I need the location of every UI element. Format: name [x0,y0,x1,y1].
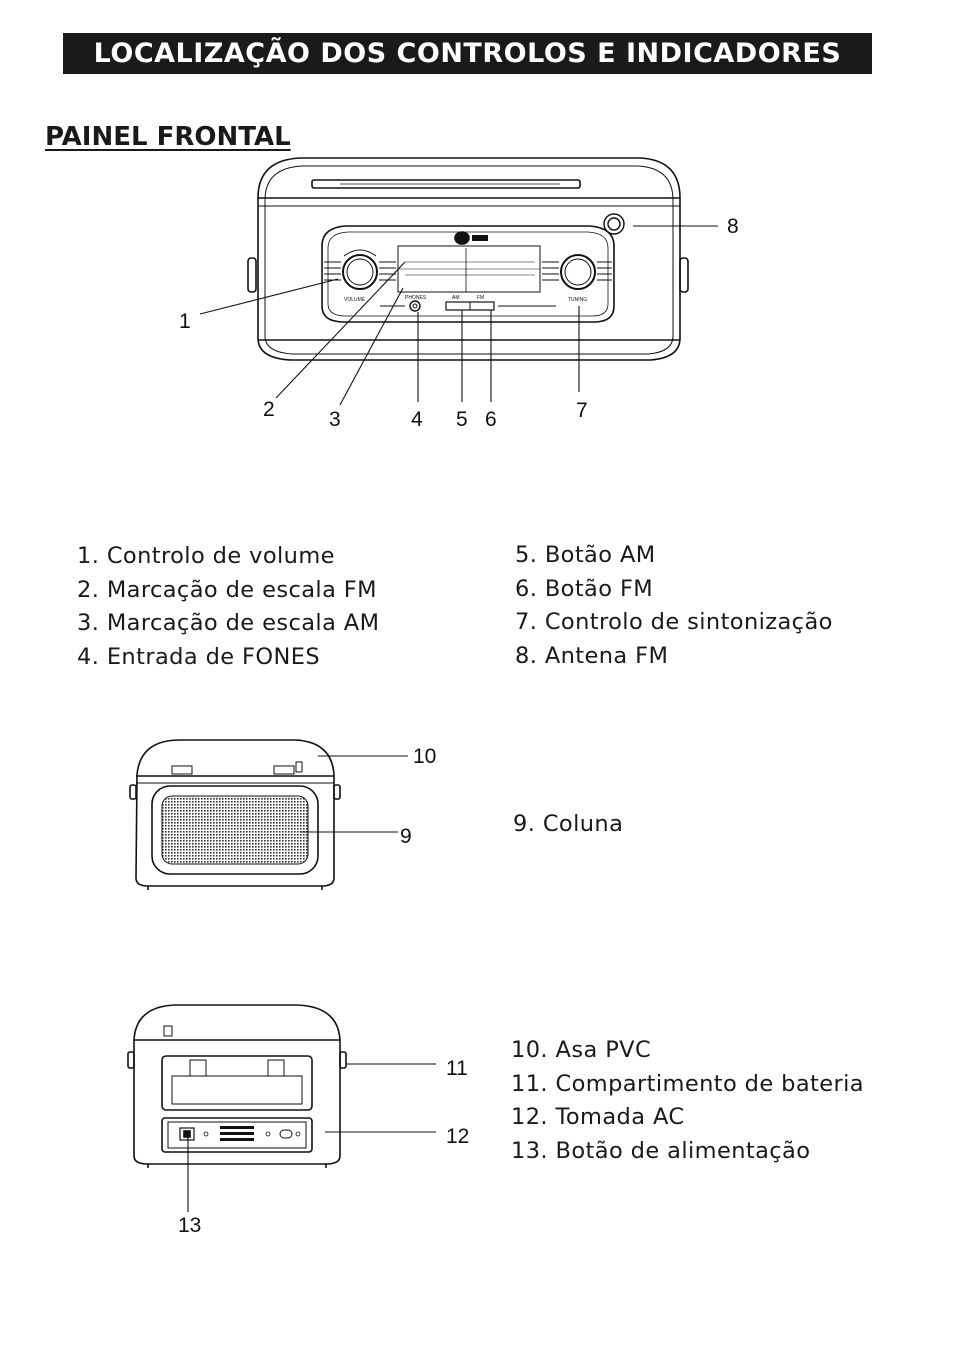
callout-2: 2 [263,398,275,421]
legend-left: 1. Controlo de volume 2. Marcação de esc… [77,540,379,674]
callout-11: 11 [446,1057,468,1080]
legend-item: 9. Coluna [513,811,624,837]
volume-label: VOLUME [344,297,366,303]
callout-10: 10 [413,745,436,768]
callout-9: 9 [400,825,412,848]
legend-right: 5. Botão AM 6. Botão FM 7. Controlo de s… [515,539,833,673]
fm-label: FM [477,295,484,301]
legend-back: 10. Asa PVC 11. Compartimento de bateria… [511,1034,864,1168]
phones-label: PHONES [405,295,427,301]
legend-item: 5. Botão AM [515,542,656,568]
callout-7: 7 [576,399,588,422]
legend-item: 6. Botão FM [515,575,654,602]
callout-6: 6 [485,408,497,431]
am-label: AM [452,295,460,301]
legend-item: 11. Compartimento de bateria [511,1070,864,1097]
callout-12: 12 [446,1125,469,1148]
callout-5: 5 [456,408,468,431]
legend-item: 2. Marcação de escala FM [77,576,377,603]
legend-item: 1. Controlo de volume [77,543,335,569]
callout-8: 8 [727,215,739,238]
legend-item: 3. Marcação de escala AM [77,610,380,636]
callout-3: 3 [329,408,341,431]
page-title: LOCALIZAÇÃO DOS CONTROLOS E INDICADORES [63,33,872,74]
section-heading-front-panel: PAINEL FRONTAL [45,122,291,152]
callout-1: 1 [179,310,191,333]
legend-item: 13. Botão de alimentação [511,1137,811,1164]
legend-item: 4. Entrada de FONES [77,643,321,670]
legend-item: 12. Tomada AC [511,1104,685,1130]
legend-item: 10. Asa PVC [511,1037,652,1063]
legend-item: 8. Antena FM [515,642,669,669]
legend-item: 7. Controlo de sintonização [515,609,833,635]
callout-13: 13 [178,1214,201,1237]
legend-side: 9. Coluna [513,808,623,842]
tuning-label: TUNING [568,297,587,303]
callout-4: 4 [411,408,423,431]
